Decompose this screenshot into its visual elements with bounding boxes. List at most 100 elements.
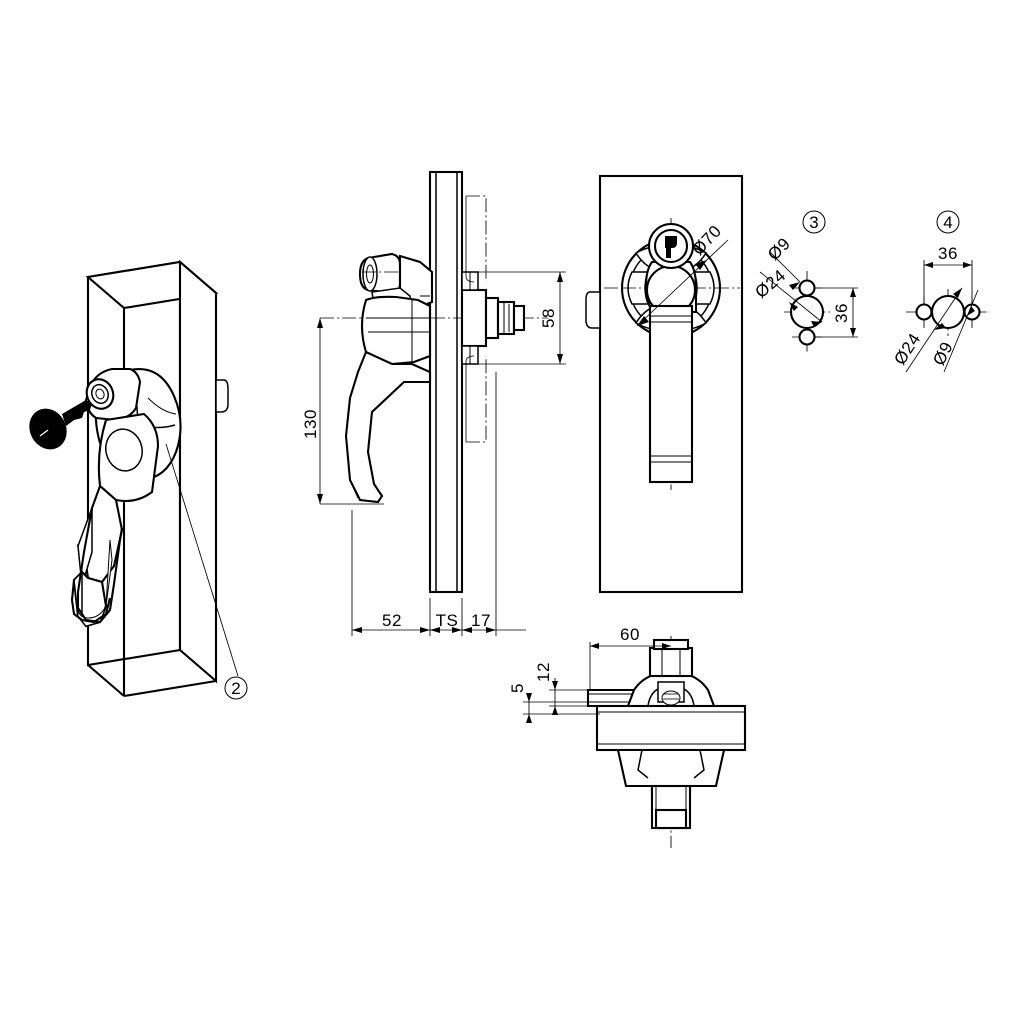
detail-4-left-hole xyxy=(915,303,933,321)
dim-d3-9-leader xyxy=(769,251,801,283)
detail-4-balloon-label: 4 xyxy=(943,213,952,232)
side-elevation-view: 130 58 52 TS xyxy=(301,170,566,636)
dim-d4-24-arrow-1 xyxy=(953,288,962,298)
dim-d3-36-arrow-top xyxy=(850,288,856,297)
detail-3-bottom-hole xyxy=(798,328,816,346)
dim-60-label: 60 xyxy=(620,625,640,644)
dim-d3-24-leader xyxy=(759,271,823,323)
bottom-flange xyxy=(595,704,747,752)
dim-130-label: 130 xyxy=(301,409,320,439)
dim-5-arrow-top xyxy=(526,693,532,702)
iso-callout-label: 2 xyxy=(231,679,240,698)
detail-3-view: 3 Ø9 Ø24 36 xyxy=(751,210,858,352)
dim-d3-24-arrow-1 xyxy=(811,321,822,327)
dim-60-arrow-left xyxy=(590,643,599,649)
iso-panel-bottom-left-edge xyxy=(87,664,125,697)
detail-4-main-hole xyxy=(930,294,966,330)
bottom-shaft-end xyxy=(654,808,688,830)
dim-58-label: 58 xyxy=(539,308,558,328)
side-rear-collar xyxy=(484,296,500,340)
dim-130-arrow-top xyxy=(317,318,323,328)
dim-130-arrow-bottom xyxy=(317,494,323,504)
dim-detail3-36: 36 xyxy=(814,287,858,338)
dim-ts-arrow-right xyxy=(452,627,462,633)
side-phantom-upper xyxy=(466,195,487,282)
bottom-cam-detail-view: 60 12 5 xyxy=(508,625,747,848)
dim-ts-label: TS xyxy=(436,611,459,630)
dim-52-label: 52 xyxy=(382,611,402,630)
side-phantom-lower-outline xyxy=(465,355,475,442)
iso-key-head xyxy=(29,408,67,450)
side-rear-nut xyxy=(496,300,516,336)
dim-ts-arrow-left xyxy=(430,627,440,633)
dim-d4-9-arrow xyxy=(967,306,975,316)
front-elevation-view: Ø70 xyxy=(585,174,744,594)
dim-17-label: 17 xyxy=(471,611,491,630)
dim-d4-36-label: 36 xyxy=(938,244,958,263)
iso-latch-tab xyxy=(215,379,229,413)
dim-d3-24-arrow-2 xyxy=(789,302,798,311)
dim-5: 5 xyxy=(508,683,600,723)
dim-d3-36-label: 36 xyxy=(832,303,851,323)
dim-d3-9-arrow xyxy=(789,282,800,290)
side-rear-mechanism xyxy=(460,195,526,443)
bottom-upper-cap xyxy=(652,638,690,651)
bottom-skirt-facet-right xyxy=(693,749,705,779)
dim-d70-leader-line xyxy=(636,239,729,327)
detail-4-balloon xyxy=(936,210,960,234)
dim-17-arrow-left xyxy=(462,627,472,633)
dim-17-arrow-right xyxy=(486,627,496,633)
side-rear-shaft xyxy=(512,304,526,332)
dim-d70-arrow-1 xyxy=(637,316,649,326)
iso-callout-balloon xyxy=(224,676,248,700)
dim-130: 130 xyxy=(301,318,384,505)
dim-58-arrow-bottom xyxy=(557,354,563,364)
iso-key-blade xyxy=(62,400,92,426)
side-lever-inner-line xyxy=(345,371,359,499)
dim-d4-36-arrow-right xyxy=(963,262,972,268)
dim-detail4-36: 36 xyxy=(923,244,973,304)
side-cylinder-keyway xyxy=(366,264,374,284)
bottom-hub-pin xyxy=(661,690,681,706)
dim-5-label: 5 xyxy=(508,683,527,693)
side-phantom-upper-outline xyxy=(465,196,475,283)
detail-3-balloon xyxy=(802,210,826,234)
dim-d70-arrow-2 xyxy=(695,260,707,270)
iso-key-head-highlight xyxy=(39,429,49,437)
detail-3-top-hole xyxy=(798,279,816,297)
dim-12-arrow-bottom xyxy=(552,706,558,715)
side-phantom-lower xyxy=(466,356,487,443)
iso-handle-lever-outer xyxy=(76,507,124,624)
bottom-upper-boss xyxy=(648,646,694,678)
dim-60-arrow-right xyxy=(662,643,671,649)
dim-5-arrow-bottom xyxy=(526,714,532,723)
front-lever-bar xyxy=(648,304,694,484)
dim-horizontal-chain: 52 TS 17 xyxy=(351,372,526,636)
dim-52-arrow-left xyxy=(352,627,362,633)
isometric-view: 2 xyxy=(29,259,248,700)
dim-60: 60 xyxy=(589,625,671,690)
dim-12-arrow-top xyxy=(552,681,558,690)
iso-cylinder-keyhole xyxy=(95,388,105,400)
dim-d4-36-arrow-left xyxy=(924,262,933,268)
iso-panel-side-face xyxy=(178,259,218,684)
front-latch-tab xyxy=(585,291,601,329)
dim-d4-9-leader xyxy=(943,289,979,373)
bottom-skirt-facet-left xyxy=(637,749,649,779)
iso-callout-leader xyxy=(165,443,239,677)
iso-handle-hub-boss xyxy=(105,428,143,472)
iso-handle-lever-hook-detail xyxy=(77,539,113,627)
front-keyway-glyph xyxy=(665,236,677,258)
dim-d3-36-arrow-bottom xyxy=(850,328,856,337)
detail-3-balloon-label: 3 xyxy=(809,213,818,232)
dim-52-arrow-right xyxy=(420,627,430,633)
detail-4-view: 4 36 Ø24 Ø9 xyxy=(890,210,990,373)
dim-58-arrow-top xyxy=(557,272,563,282)
dim-12-label: 12 xyxy=(534,662,553,682)
dim-58: 58 xyxy=(478,271,566,365)
iso-key xyxy=(29,400,92,450)
iso-panel-bottom-edge xyxy=(123,679,217,698)
side-rear-body xyxy=(460,288,488,348)
